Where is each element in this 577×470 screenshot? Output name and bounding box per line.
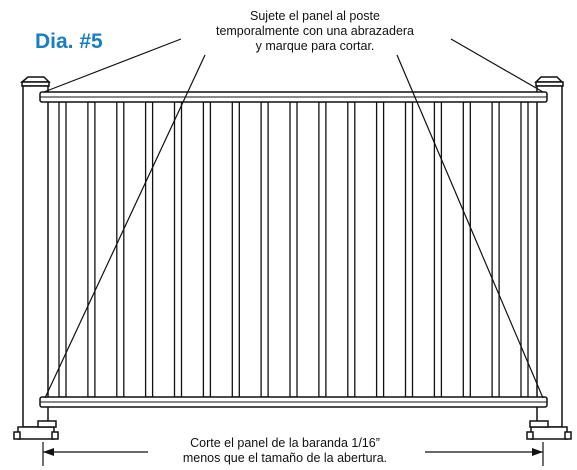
right-post-base bbox=[526, 420, 572, 440]
diagram-title: Dia. #5 bbox=[35, 30, 103, 53]
bottom-rail bbox=[39, 396, 548, 408]
diagonal-line-right bbox=[396, 54, 544, 399]
baluster bbox=[375, 101, 385, 398]
left-post bbox=[19, 76, 51, 428]
top-note-line: temporalmente con una abrazadera bbox=[215, 24, 415, 38]
diagonal-line-left bbox=[44, 54, 206, 399]
callout-line-left bbox=[43, 38, 182, 93]
bottom-note: Corte el panel de la baranda 1/16” menos… bbox=[150, 436, 420, 466]
baluster bbox=[318, 101, 327, 398]
baluster bbox=[173, 101, 183, 398]
baluster bbox=[404, 101, 414, 398]
top-note-line: y marque para cortar. bbox=[255, 39, 375, 53]
baluster bbox=[116, 101, 125, 398]
baluster bbox=[58, 101, 67, 398]
top-note: Sujete el panel al poste temporalmente c… bbox=[190, 9, 440, 54]
top-note-line: Sujete el panel al poste bbox=[250, 9, 380, 23]
baluster bbox=[144, 101, 154, 398]
baluster bbox=[202, 101, 212, 398]
baluster bbox=[289, 101, 298, 398]
left-post-base bbox=[13, 420, 59, 440]
balusters bbox=[58, 101, 529, 398]
baluster bbox=[260, 101, 269, 398]
top-rail bbox=[39, 91, 548, 103]
dimension-line bbox=[42, 442, 544, 466]
baluster bbox=[491, 101, 500, 398]
baluster bbox=[231, 101, 240, 398]
right-post bbox=[534, 76, 564, 428]
callout-line-right bbox=[450, 38, 544, 93]
bottom-note-line: menos que el tamaño de la abertura. bbox=[182, 451, 388, 465]
baluster bbox=[347, 101, 356, 398]
bottom-note-line: Corte el panel de la baranda 1/16” bbox=[190, 436, 380, 450]
baluster bbox=[87, 101, 96, 398]
baluster bbox=[520, 101, 529, 398]
baluster bbox=[462, 101, 471, 398]
